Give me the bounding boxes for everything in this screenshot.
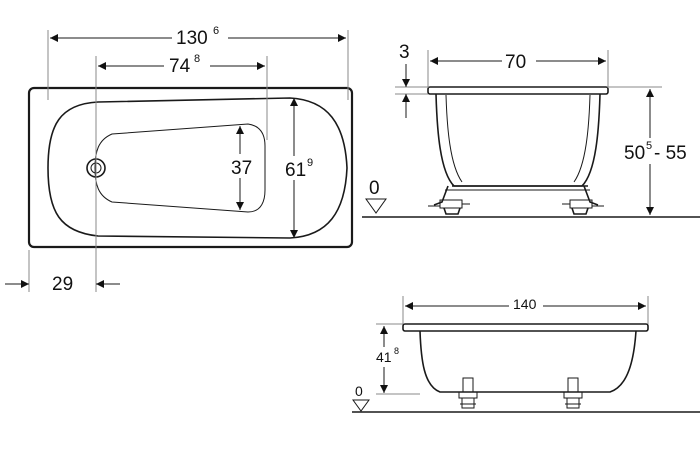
- foot-right-side: [563, 377, 583, 409]
- length-label-sup: 6: [213, 25, 219, 37]
- floor-level-label-side: 0: [355, 383, 363, 399]
- front-height-label-sup: 5: [646, 140, 652, 152]
- front-height-label-suffix: - 55: [654, 143, 687, 164]
- inner-length-label: 74: [169, 56, 191, 77]
- tub-basin-top: [47, 97, 348, 239]
- side-height-label-sup: 8: [394, 346, 399, 356]
- width-label-sup: 9: [307, 157, 313, 169]
- top-view: 130 6 74 8 37 61 9 29: [5, 24, 354, 295]
- floor-width-label: 37: [231, 158, 252, 179]
- floor-level-label-front: 0: [369, 178, 380, 199]
- tub-body-side: [419, 330, 637, 393]
- side-height-label: 41: [376, 349, 392, 365]
- tub-rim-side: [402, 323, 649, 332]
- foot-right-front: [562, 185, 604, 215]
- length-label: 130: [176, 28, 208, 49]
- tub-body-front: [435, 93, 601, 187]
- tub-rim-front: [427, 86, 609, 95]
- inner-length-label-sup: 8: [194, 53, 200, 65]
- side-view: 0 140 41 8: [352, 294, 700, 413]
- front-height-label: 50: [624, 143, 645, 164]
- drain-offset-label: 29: [52, 274, 73, 295]
- front-view: 0 7: [362, 42, 700, 218]
- width-label: 61: [285, 160, 306, 181]
- side-length-label: 140: [513, 296, 537, 312]
- front-width-label: 70: [505, 52, 526, 73]
- foot-left-front: [428, 185, 470, 215]
- foot-left-side: [458, 377, 478, 409]
- tub-outline-top: [27, 86, 354, 249]
- floor-level-marker: [365, 198, 387, 214]
- rim-height-label: 3: [399, 42, 410, 63]
